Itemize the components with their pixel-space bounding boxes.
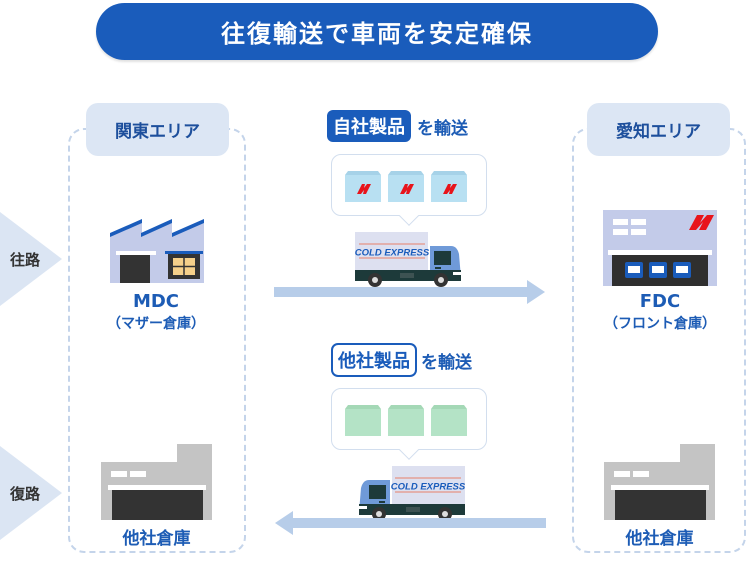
fdc-subtitle: （フロント倉庫） <box>604 316 716 332</box>
area-label-kanto: 関東エリア <box>86 103 229 156</box>
return-route-marker: 復路 <box>0 446 62 540</box>
outbound-heading-suffix: を輸送 <box>417 118 468 139</box>
own-products-badge: 自社製品 <box>327 110 411 142</box>
outbound-heading: 自社製品 を輸送 <box>327 110 468 142</box>
own-product-box-icon <box>388 171 424 202</box>
other-warehouse-left-icon <box>101 444 212 520</box>
outbound-route-label: 往路 <box>10 251 41 269</box>
truck-label: COLD EXPRESS <box>355 248 430 259</box>
other-product-box-icon <box>388 405 424 436</box>
left-arrow-icon <box>275 511 293 535</box>
other-warehouse-right-name: 他社倉庫 <box>625 529 694 549</box>
outbound-truck-icon: COLD EXPRESS <box>355 232 461 287</box>
other-product-box-icon <box>431 405 467 436</box>
triangle-icon <box>0 212 62 306</box>
return-truck-icon: COLD EXPRESS <box>359 466 465 521</box>
other-products-badge: 他社製品 <box>331 343 417 377</box>
truck-label: COLD EXPRESS <box>391 482 465 493</box>
outbound-arrow-shaft <box>274 287 529 297</box>
other-warehouse-right-icon <box>604 444 715 520</box>
mdc-subtitle: （マザー倉庫） <box>107 316 205 332</box>
fdc-name: FDC <box>639 291 681 312</box>
own-product-boxes <box>345 167 467 202</box>
own-product-box-icon <box>431 171 467 202</box>
other-product-boxes <box>345 401 467 436</box>
return-heading: 他社製品 を輸送 <box>331 343 472 377</box>
area-label-aichi: 愛知エリア <box>587 103 730 156</box>
own-product-box-icon <box>345 171 381 202</box>
triangle-icon <box>0 446 62 540</box>
other-product-box-icon <box>345 405 381 436</box>
mdc-factory-icon <box>110 219 204 283</box>
outbound-route-marker: 往路 <box>0 212 62 306</box>
return-heading-suffix: を輸送 <box>421 352 472 373</box>
return-route-label: 復路 <box>10 485 41 503</box>
page-title: 往復輸送で車両を安定確保 <box>96 3 658 60</box>
fdc-building-icon <box>603 210 717 286</box>
other-warehouse-left-name: 他社倉庫 <box>122 529 191 549</box>
right-arrow-icon <box>527 280 545 304</box>
mdc-name: MDC <box>132 291 180 312</box>
return-arrow-shaft <box>291 518 546 528</box>
